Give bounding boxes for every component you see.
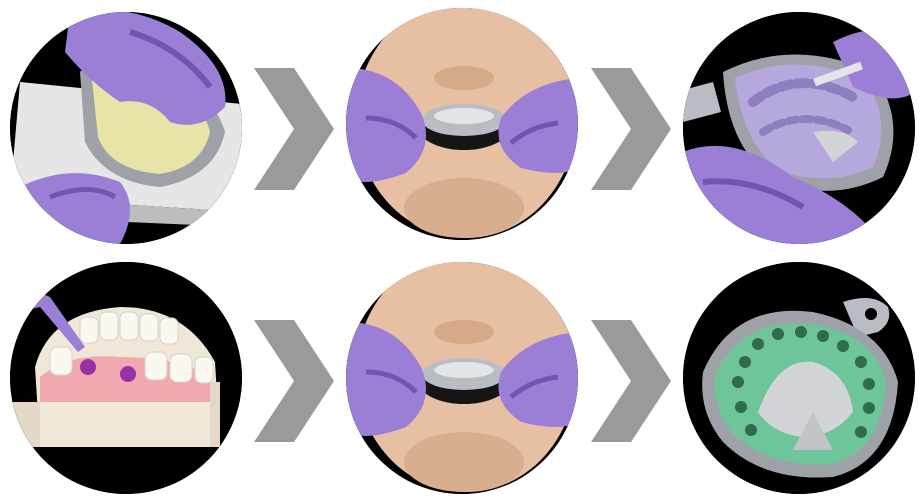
model-syringe-illustration [10,262,242,494]
chevron-right-icon [591,320,671,442]
wash-material-illustration [683,12,915,244]
chevron-right-icon [254,68,334,190]
next-step-arrow-4 [591,320,671,442]
next-step-arrow-1 [254,68,334,190]
next-step-arrow-3 [254,320,334,442]
tray-insertion-illustration [346,8,578,240]
putty-tray-illustration [10,12,242,244]
next-step-arrow-2 [591,68,671,190]
final-impression-illustration [683,262,915,494]
step-photo-tray-reinsertion [346,262,578,494]
step-photo-final-impression [683,262,915,494]
step-photo-tray-insertion [346,8,578,240]
chevron-right-icon [591,68,671,190]
chevron-right-icon [254,320,334,442]
step-photo-putty-tray [10,12,242,244]
step-photo-model-syringe [10,262,242,494]
tray-reinsertion-illustration [346,262,578,494]
step-photo-wash-material [683,12,915,244]
